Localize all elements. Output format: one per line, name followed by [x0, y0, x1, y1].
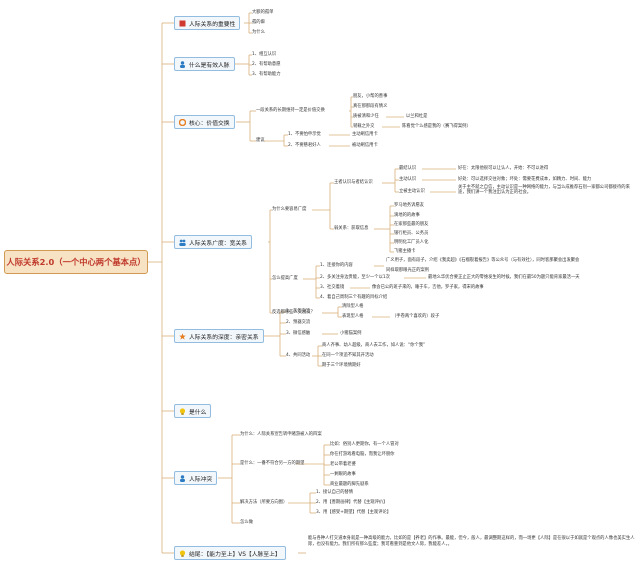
- branch-depth-label: 人际关系的深度：亲密关系: [189, 334, 259, 341]
- depth-item-4: 4、共同活动: [286, 353, 311, 358]
- breadth-weak2-item-5: 明明化工厂员人化: [394, 240, 429, 245]
- breadth-why: 为什么要容易广度: [272, 207, 307, 212]
- core-exchange-item-1: 朋友，小帮的善事: [353, 94, 388, 99]
- breadth-weak2-item-2: 滴地的的故事: [394, 213, 420, 218]
- branch-core-label: 核心：价值交换: [189, 120, 230, 127]
- orange-star-icon: [179, 332, 186, 340]
- breadth-weak-item-2: 主动认识: [399, 177, 417, 182]
- breadth-change-note: （手卷两个喜欢的）段子: [392, 314, 440, 319]
- depth-activity-item-1: 商人齐事、幼人超级，商人去工作，如人说：“你个我”: [322, 343, 426, 348]
- depth-item-3: 3、微信感触: [286, 331, 311, 336]
- core-exchange-item-3: 质被清和少任: [353, 114, 379, 119]
- branch-what-label: 是什么: [189, 409, 207, 416]
- breadth-weak-note-1: 好在：太限他很可以让认人，开始：不可以进得: [458, 166, 549, 171]
- depth-item-2: 2、预器交流: [286, 320, 311, 325]
- depth-item-1: 1、悲怨交流: [286, 309, 311, 314]
- breadth-weak-note-2: 好处：可以选择交往对象；坏处：需要花费成本，如精力、时间、能力: [458, 177, 592, 182]
- core-friend-note: 以兰和杜是: [406, 114, 428, 119]
- conflict-why: 为什么：人际关系宣告转申赌游被入的四案: [240, 432, 322, 437]
- breadth-how-note-1-extra: 同样取那眼光正的案例: [386, 268, 429, 273]
- conflict-what: 是什么：一番不符合另一方的期望: [240, 461, 305, 466]
- conflict-how: 怎么做: [240, 520, 253, 525]
- importance-item-3: 为什么: [252, 30, 265, 35]
- breadth-how-item-2: 2、多关注身边贵能，至少一个以1次: [320, 275, 390, 280]
- red-square-icon: [179, 20, 186, 27]
- conflict-solve: 解决方法（所要方向图）: [240, 500, 288, 505]
- core-exchange-item-2: 真在那那段有情义: [353, 104, 388, 109]
- breadth-how-item-3: 3、社交着镜: [320, 285, 345, 290]
- importance-item-1: 大额的孤单: [252, 10, 274, 15]
- conflict-solve-item-2: 2、用【善期画律】代替【主观评价】: [316, 500, 388, 505]
- branch-what[interactable]: 是什么: [174, 404, 212, 418]
- depth-activity-item-2: 在同一个项追不知其开活动: [322, 353, 374, 358]
- core-advice-note-2: 被动刷信用卡: [352, 143, 378, 148]
- yellow-lightbulb-icon: [179, 407, 186, 415]
- conflict-what-item-1: 比如：俗别人更期你，有一个人冒对: [330, 442, 399, 447]
- root-topic[interactable]: 人际关系2.0（一个中心两个基本点）: [4, 250, 148, 274]
- importance-item-2: 孤的僻: [252, 20, 265, 25]
- branch-breadth[interactable]: 人际关系广度：宽关系: [174, 235, 252, 249]
- effective-item-3: 3、有帮助能力: [252, 72, 281, 77]
- breadth-how-item-4: 4、着自己周制三个有趣的目标介绍: [320, 295, 388, 300]
- conclusion-text: 能与各种人打交道本身就是一种高级的能力。比如的是【养老】的作事。最能，但今，般人…: [308, 536, 635, 548]
- branch-breadth-label: 人际关系广度：宽关系: [189, 240, 247, 247]
- branch-importance-label: 人际关系的重要性: [189, 21, 236, 28]
- breadth-weak-item-1: 最结认识: [399, 166, 417, 171]
- breadth-how-note-3: 像会已公的班子来的，睡于车，吉他，罗子家，得宋的故事: [372, 285, 484, 290]
- branch-core[interactable]: 核心：价值交换: [174, 115, 235, 129]
- depth-wechat-note: 小猪猫案例: [340, 331, 362, 336]
- blue-person-icon: [179, 60, 186, 68]
- branch-conflict[interactable]: 人际冲突: [174, 471, 218, 485]
- blue-people-icon: [179, 239, 186, 246]
- branch-conclusion-label: 结尾：【能力至上】VS【人脉至上】: [189, 551, 281, 558]
- branch-effective-label: 什么是有效人脉: [189, 62, 230, 69]
- effective-item-1: 1、相互认识: [252, 52, 277, 57]
- conflict-what-item-3: 老公带着老婆: [330, 462, 356, 467]
- effective-item-2: 2、有帮助意愿: [252, 62, 281, 67]
- conflict-what-item-2: 你在打游戏看电脑，而我让坏朋你: [330, 452, 395, 457]
- core-advice-item-1: 1、不要怕申示觉: [288, 132, 321, 137]
- branch-depth[interactable]: 人际关系的深度：亲密关系: [174, 329, 264, 343]
- branch-effective[interactable]: 什么是有效人脉: [174, 57, 235, 71]
- breadth-weak2-item-1: 罗马地务诉愿友: [394, 203, 425, 208]
- core-tao-note: 陈看觉个么感是我的（赛飞得案例）: [402, 124, 471, 129]
- depth-activity-item-3: 期于三个环境情期好: [322, 363, 361, 368]
- core-exchange: 一段关系的长期维持一定是价值交换: [256, 108, 325, 113]
- orange-circle-icon: [178, 118, 187, 126]
- core-exchange-item-4: 韧载之外交: [353, 124, 375, 129]
- breadth-weak: 王者认识与者结认识: [334, 180, 373, 185]
- breadth-change: 反选都哪些人交朋友？: [272, 310, 315, 315]
- root-label: 人际关系2.0（一个中心两个基本点）: [6, 257, 146, 267]
- breadth-weak2: 弱关系：获取信息: [334, 226, 369, 231]
- breadth-how-note-2: 最地么华优合要正止正大的零维发生的时候，我们在最50为题只能背家最活一天: [428, 275, 580, 280]
- yellow-lightbulb-icon: [179, 549, 186, 557]
- branch-conflict-label: 人际冲突: [189, 476, 213, 483]
- breadth-weak2-item-4: 银行柜员、公务员: [394, 231, 429, 236]
- breadth-weak-item-3: 立被主动认识: [399, 189, 425, 194]
- breadth-change-item-2: 表现型人格: [342, 314, 364, 319]
- branch-conclusion[interactable]: 结尾：【能力至上】VS【人脉至上】: [174, 546, 286, 560]
- blue-person-icon: [179, 474, 186, 482]
- core-advice: 建议: [256, 138, 265, 143]
- breadth-change-item-1: 清除型人格: [342, 304, 364, 309]
- conflict-what-item-4: 一剩眼的故事: [330, 472, 356, 477]
- core-advice-item-2: 2、不要慈君好人: [288, 143, 321, 148]
- breadth-how-item-1: 1、连接你的内容: [320, 263, 353, 268]
- conflict-what-item-5: 商业最题的脚先剧系: [330, 482, 369, 487]
- branch-importance[interactable]: 人际关系的重要性: [174, 16, 241, 30]
- breadth-how-note-1: 广义用子，面有段子，介绍《我卖超》《石榴裂着报告》等公众号（与有效社），同时客那…: [386, 258, 580, 263]
- conflict-solve-item-3: 3、用【感受+期望】代替【主观评论】: [316, 510, 392, 515]
- breadth-weak2-item-3: 在家那些最的朋友: [394, 222, 429, 227]
- core-advice-note-1: 主动刷信用卡: [352, 132, 378, 137]
- breadth-weak2-item-6: 飞猪主播卡: [394, 249, 416, 254]
- conflict-solve-item-1: 1、接认自己的替情: [316, 490, 354, 495]
- breadth-how: 怎么提高广度: [272, 276, 298, 281]
- breadth-weak-note-3: 关于主不就之自信，主动认识是一种网络的能力，与当么成推荐石别一家都公司都接待的来…: [458, 185, 630, 195]
